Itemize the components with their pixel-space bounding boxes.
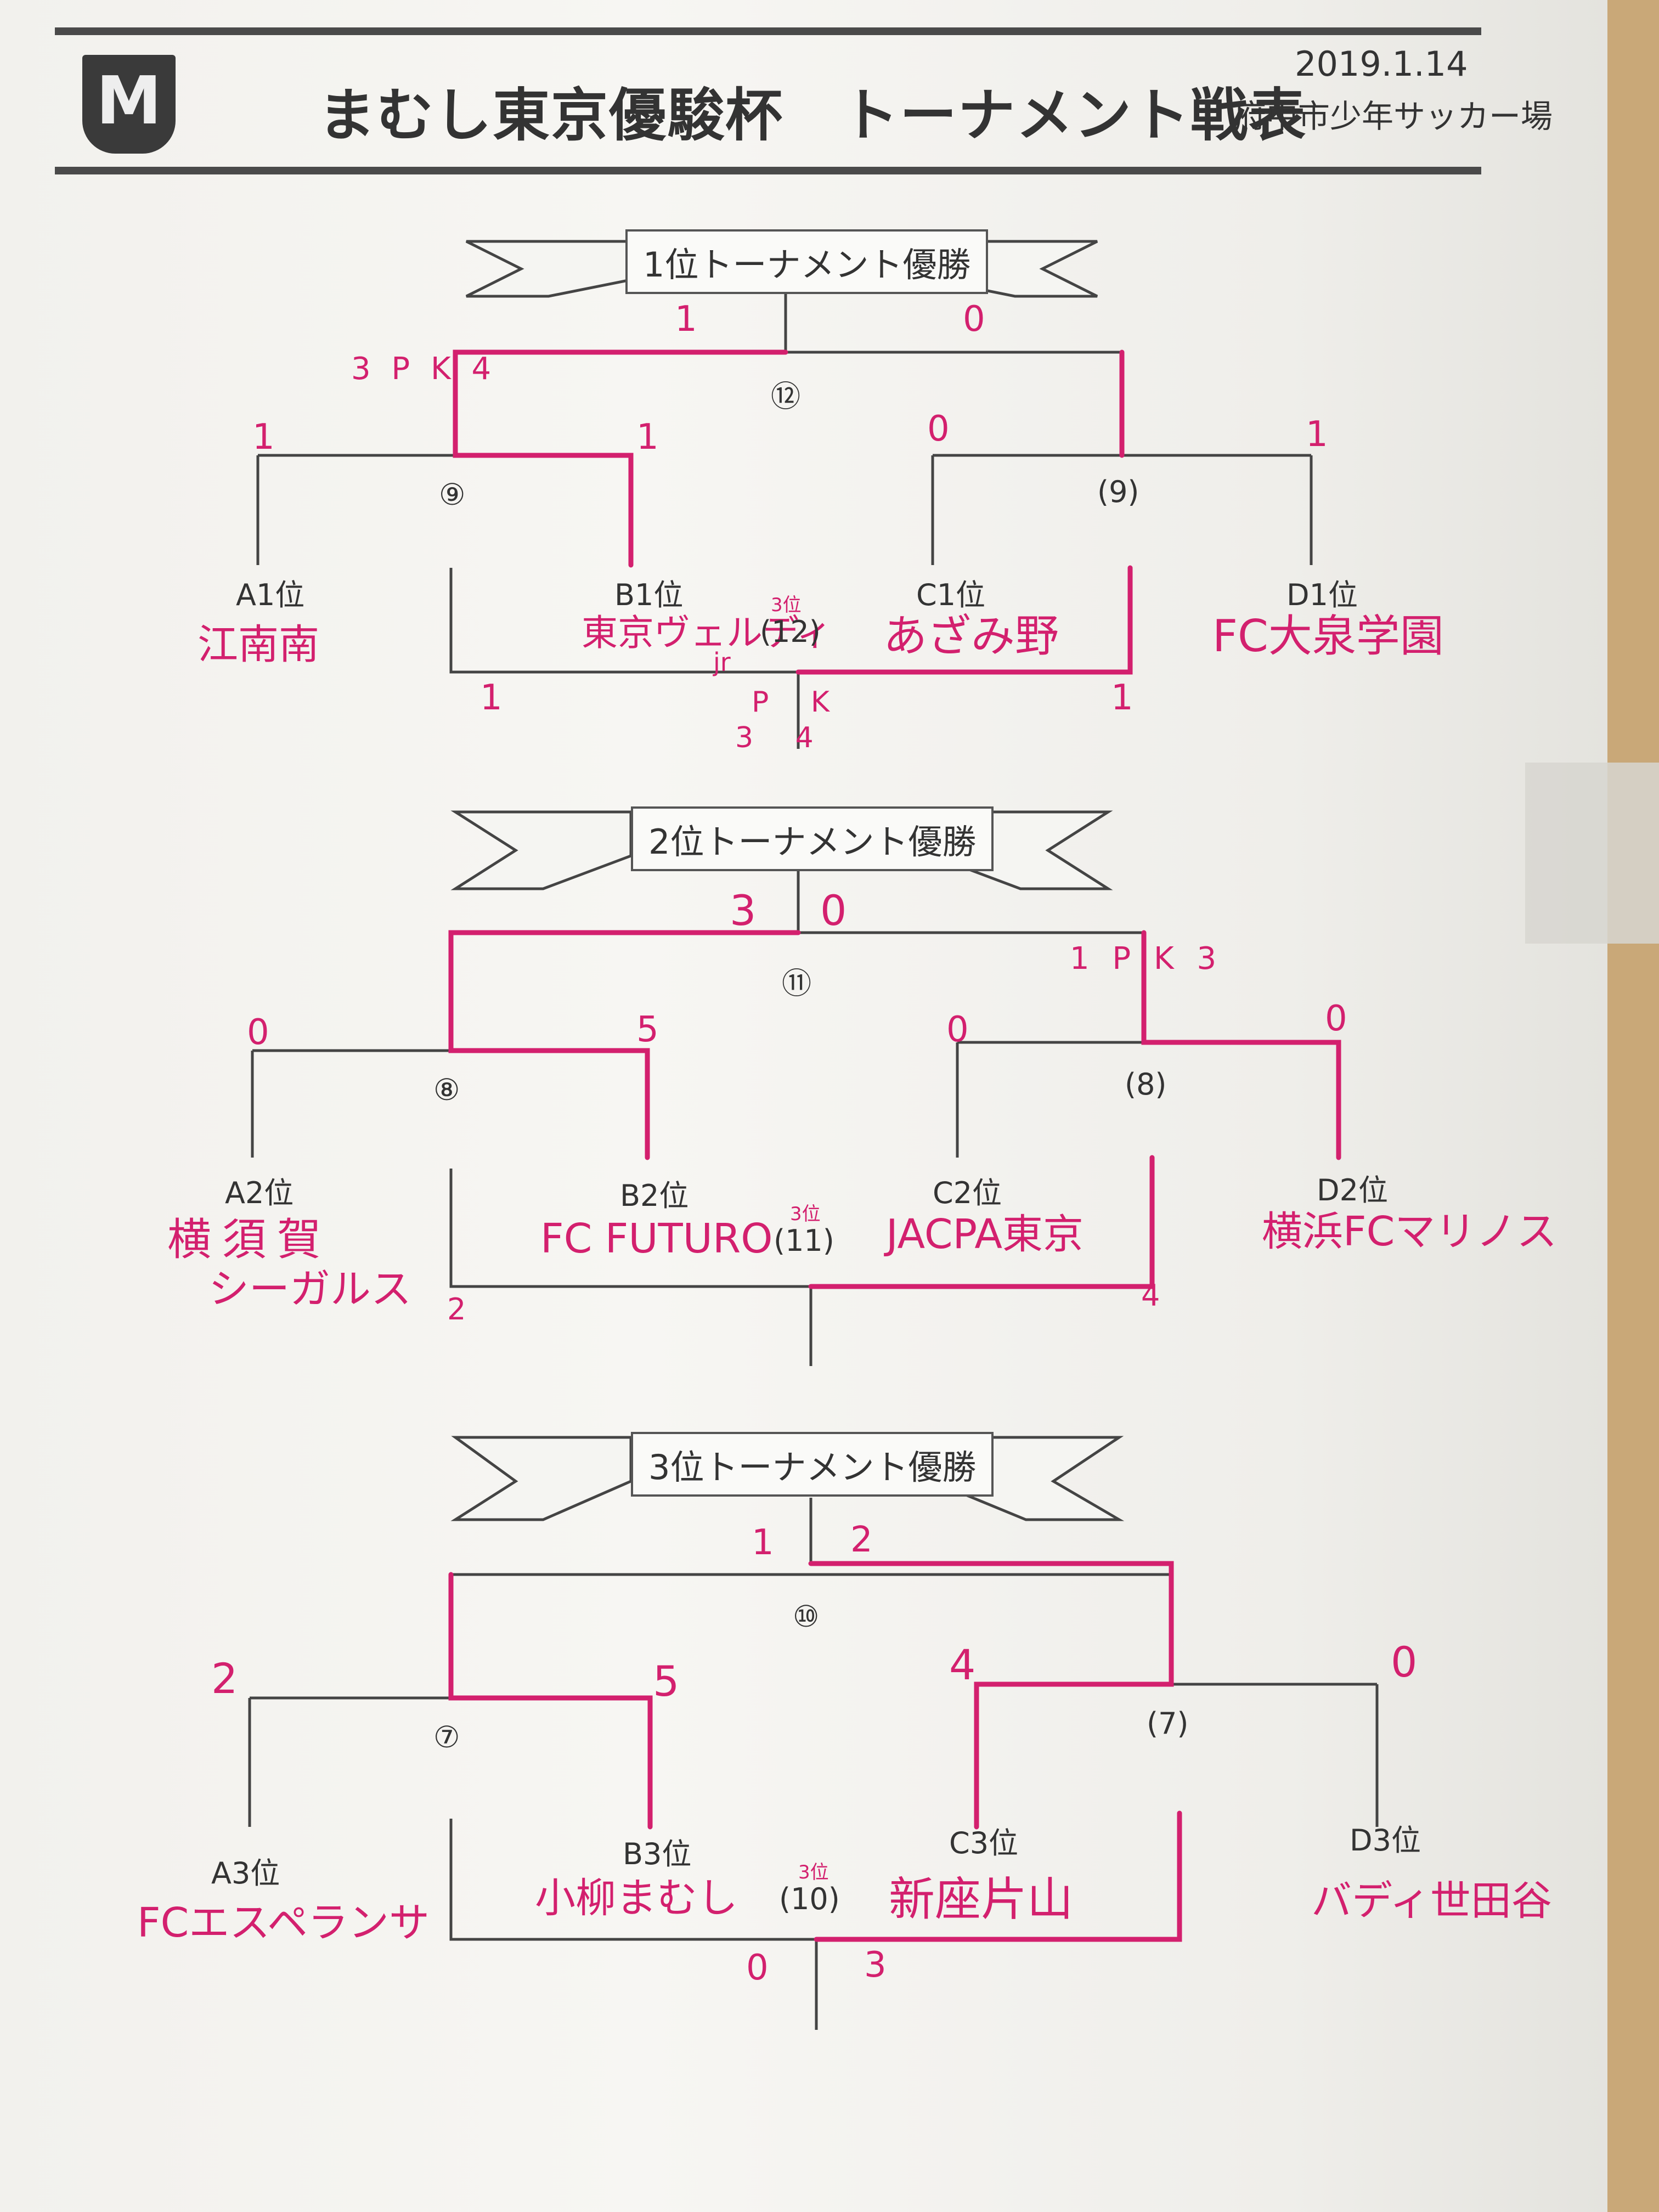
third-score-right-t1: 1 bbox=[1111, 678, 1133, 718]
banner-t2: 2位トーナメント優勝 bbox=[631, 806, 994, 871]
semi-right-score-a-t3: 4 bbox=[949, 1640, 976, 1689]
third-score-right-t3: 3 bbox=[864, 1945, 887, 1985]
seed-b2: B2位 bbox=[620, 1178, 689, 1213]
semi-left-score-b-t3: 5 bbox=[653, 1657, 680, 1706]
final-label-t1: ⑫ bbox=[771, 379, 800, 414]
event-date: 2019.1.14 bbox=[1295, 44, 1468, 84]
final-score-left-t2: 3 bbox=[730, 886, 757, 935]
semi-left-label-t2: ⑧ bbox=[433, 1073, 460, 1107]
semi-right-label-t1: (9) bbox=[1097, 475, 1139, 509]
team-c1: あざみ野 bbox=[883, 611, 1059, 662]
final-score-left-t1: 1 bbox=[675, 299, 697, 340]
team-a2-sub: シーガルス bbox=[208, 1266, 411, 1313]
third-label-t1: (12) bbox=[760, 614, 821, 649]
seed-a1: A1位 bbox=[236, 578, 305, 612]
third-tag-t3: 3位 bbox=[798, 1861, 829, 1883]
team-c3: 新座片山 bbox=[889, 1872, 1074, 1926]
third-tag-t1: 3位 bbox=[771, 594, 802, 616]
seed-c3: C3位 bbox=[949, 1826, 1019, 1860]
team-b2: FC FUTURO bbox=[540, 1215, 773, 1262]
team-d3: バディ世田谷 bbox=[1311, 1877, 1552, 1925]
event-venue: 府中市少年サッカー場 bbox=[1234, 98, 1553, 135]
tape bbox=[1525, 763, 1659, 944]
seed-d2: D2位 bbox=[1317, 1173, 1388, 1207]
team-b1: 東京ヴェルディ bbox=[582, 612, 833, 654]
semi-right-label-t3: (7) bbox=[1147, 1706, 1189, 1741]
third-label-t2: (11) bbox=[774, 1223, 834, 1258]
team-a2: 横須賀 bbox=[167, 1214, 332, 1265]
final-pk-t2: 1 P K 3 bbox=[1070, 941, 1223, 977]
seed-d1: D1位 bbox=[1286, 578, 1358, 612]
final-score-left-t3: 1 bbox=[752, 1522, 774, 1563]
page-title: まむし東京優駿杯 トーナメント戦表 bbox=[318, 82, 1307, 149]
semi-left-label-t3: ⑦ bbox=[433, 1720, 460, 1754]
header-band bbox=[55, 27, 1481, 174]
seed-d3: D3位 bbox=[1350, 1823, 1421, 1858]
third-tag-t2: 3位 bbox=[790, 1203, 821, 1225]
team-d2: 横浜FCマリノス bbox=[1262, 1208, 1558, 1255]
final-pk-t1: 3 P K 4 bbox=[351, 351, 497, 387]
semi-right-score-b-t3: 0 bbox=[1391, 1638, 1418, 1686]
semi-left-score-a-t3: 2 bbox=[211, 1654, 238, 1703]
team-a1: 江南南 bbox=[198, 621, 319, 668]
seed-b1: B1位 bbox=[614, 578, 684, 612]
semi-right-score-b-t1: 1 bbox=[1306, 414, 1328, 455]
team-b3: 小柳まむし bbox=[535, 1875, 738, 1922]
third-pk-t1: P K bbox=[752, 686, 846, 719]
final-score-right-t3: 2 bbox=[850, 1520, 873, 1560]
seed-a3: A3位 bbox=[211, 1856, 280, 1891]
semi-right-score-a-t2: 0 bbox=[946, 1009, 969, 1050]
final-score-right-t1: 0 bbox=[963, 299, 985, 340]
seed-c1: C1位 bbox=[916, 578, 986, 612]
semi-right-score-a-t1: 0 bbox=[927, 409, 950, 449]
final-label-t2: ⑪ bbox=[782, 966, 811, 1001]
third-score-left-t1: 1 bbox=[480, 678, 503, 718]
club-logo: M bbox=[82, 55, 176, 154]
seed-c2: C2位 bbox=[933, 1176, 1002, 1210]
semi-left-score-b-t1: 1 bbox=[636, 417, 659, 458]
third-score-right-t2: 4 bbox=[1141, 1278, 1160, 1313]
semi-right-score-b-t2: 0 bbox=[1325, 998, 1347, 1039]
semi-left-label-t1: ⑨ bbox=[439, 477, 466, 512]
third-pk-score-t1: 3 4 bbox=[735, 721, 830, 754]
final-label-t3: ⑩ bbox=[793, 1599, 820, 1634]
team-d1: FC大泉学園 bbox=[1212, 611, 1444, 662]
third-score-left-t3: 0 bbox=[746, 1948, 769, 1988]
seed-b3: B3位 bbox=[623, 1837, 692, 1871]
semi-left-score-b-t2: 5 bbox=[636, 1009, 659, 1050]
team-c2: JACPA東京 bbox=[886, 1211, 1084, 1258]
banner-t3: 3位トーナメント優勝 bbox=[631, 1432, 994, 1497]
third-label-t3: (10) bbox=[779, 1882, 840, 1916]
banner-t1: 1位トーナメント優勝 bbox=[625, 229, 989, 294]
team-a3: FCエスペランサ bbox=[137, 1899, 430, 1946]
third-score-left-t2: 2 bbox=[447, 1292, 466, 1327]
semi-left-score-a-t2: 0 bbox=[247, 1012, 269, 1053]
semi-right-label-t2: (8) bbox=[1125, 1067, 1167, 1102]
semi-left-score-a-t1: 1 bbox=[252, 417, 275, 458]
team-b1-sub: jr bbox=[713, 647, 731, 677]
seed-a2: A2位 bbox=[225, 1176, 294, 1210]
final-score-right-t2: 0 bbox=[820, 886, 847, 935]
